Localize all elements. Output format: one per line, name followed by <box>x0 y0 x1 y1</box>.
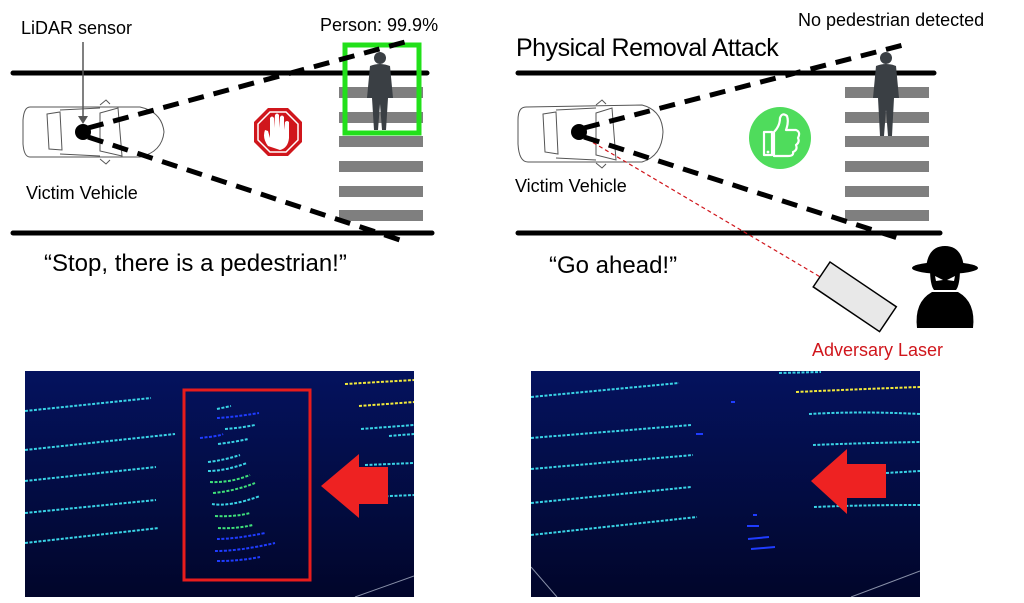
stop-hand-icon <box>254 108 302 156</box>
pedestrian-points <box>199 405 276 562</box>
point-cloud-before <box>25 379 414 597</box>
left-road-diagram <box>10 39 435 243</box>
lidar-view-after <box>531 371 920 597</box>
fov-lower-edge <box>87 134 401 243</box>
lidar-sensor-dot <box>571 124 587 140</box>
fov-upper-edge <box>583 41 908 131</box>
right-scenario: Physical Removal Attack No pedestrian de… <box>512 0 1024 370</box>
victim-car-icon <box>22 99 165 165</box>
pedestrian-highlight-box <box>182 388 312 582</box>
pedestrian-icon <box>873 52 899 136</box>
detection-bounding-box <box>342 42 422 136</box>
direction-arrow <box>811 449 886 514</box>
fov-lower-edge <box>583 134 905 243</box>
no-detection-label: No pedestrian detected <box>798 10 985 30</box>
stop-quote: “Stop, there is a pedestrian!” <box>44 250 347 277</box>
laser-device-icon <box>812 260 898 333</box>
victim-vehicle-label: Victim Vehicle <box>26 183 138 203</box>
lidar-sensor-label: LiDAR sensor <box>21 18 133 38</box>
direction-arrow <box>321 454 388 518</box>
lidar-view-before <box>25 371 414 597</box>
pedestrian-icon <box>367 52 393 130</box>
residual-points <box>696 401 776 550</box>
thumbs-up-icon <box>749 107 811 169</box>
victim-car-icon <box>517 99 664 169</box>
laser-beam <box>586 138 823 279</box>
lidar-sensor-dot <box>75 124 91 140</box>
right-road-diagram <box>515 41 978 333</box>
attack-title: Physical Removal Attack <box>516 34 779 62</box>
point-cloud-after <box>531 371 920 597</box>
left-scenario: LiDAR sensor Person: 99.9% Victim Vehicl… <box>0 0 512 300</box>
fov-upper-edge <box>87 39 406 131</box>
person-detection-label: Person: 99.9% <box>320 15 439 35</box>
adversary-icon <box>912 246 978 328</box>
victim-vehicle-label: Victim Vehicle <box>515 176 627 196</box>
go-ahead-quote: “Go ahead!” <box>549 252 678 279</box>
adversary-laser-label: Adversary Laser <box>812 340 944 360</box>
